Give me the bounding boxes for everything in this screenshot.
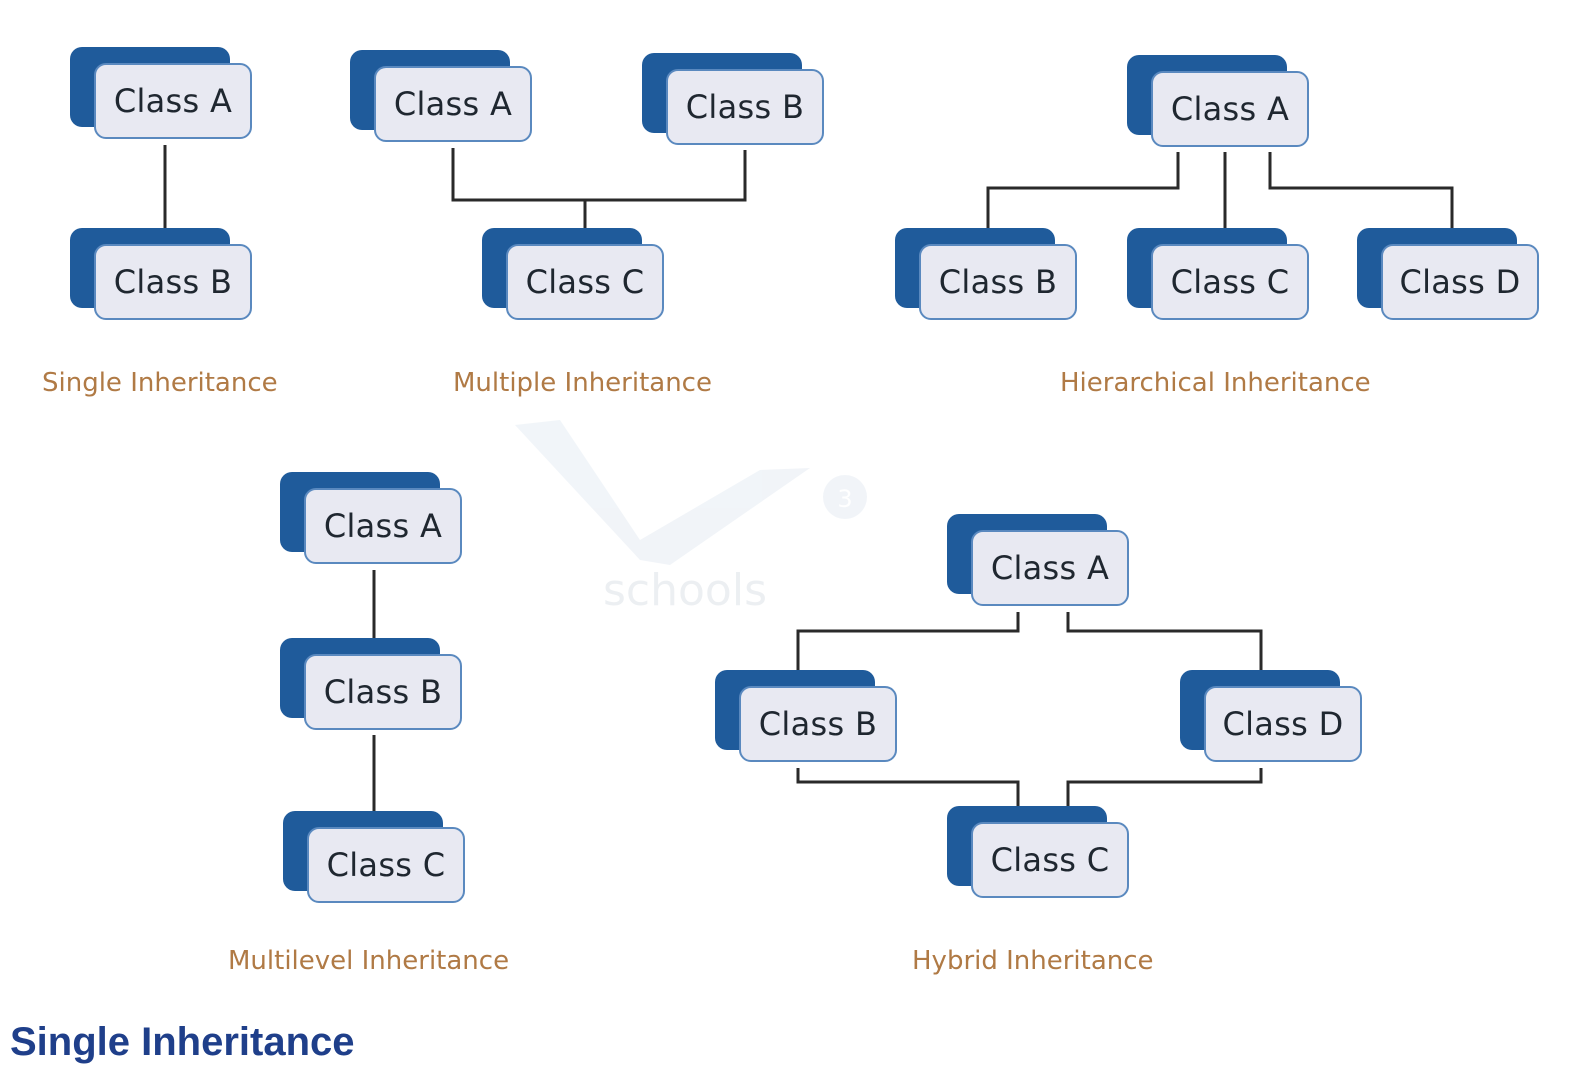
node-label: Class A [113,82,233,120]
node-box: Class B [919,244,1077,320]
watermark-badge-mark: 3 [837,485,852,513]
node-box: Class A [1151,71,1309,147]
connector-hybrid-a-b [796,612,1020,672]
node-box: Class A [374,66,532,142]
node-box: Class A [304,488,462,564]
connector-hybrid-a-d [1066,612,1263,672]
multiple-class-b-node: Class B [642,53,827,148]
hierarchical-class-b-node: Class B [895,228,1080,323]
single-class-b-node: Class B [70,228,255,323]
node-label: Class C [525,263,645,301]
connectors [163,145,1454,812]
connector-multiple-a-c [451,148,587,230]
single-class-a-node: Class A [70,47,255,142]
node-label: Class A [990,549,1110,587]
node-label: Class D [1399,263,1521,301]
node-label: Class C [1170,263,1290,301]
node-box: Class C [307,827,465,903]
multiple-class-a-node: Class A [350,50,535,145]
node-box: Class D [1204,686,1362,762]
multiple-class-c-node: Class C [482,228,667,323]
hybrid-class-a-node: Class A [947,514,1132,609]
hierarchical-class-a-node: Class A [1127,55,1312,150]
connector-hierarchical-a-d [1268,152,1454,230]
node-box: Class B [304,654,462,730]
connector-hybrid-d-c [1066,768,1263,808]
node-label: Class B [758,705,878,743]
multilevel-class-b-node: Class B [280,638,465,733]
connector-hybrid-b-c [796,768,1020,808]
multilevel-class-a-node: Class A [280,472,465,567]
node-label: Class C [326,846,446,884]
node-box: Class A [971,530,1129,606]
watermark-logo: 3 schools [515,420,867,616]
node-label: Class A [323,507,443,545]
multilevel-class-c-node: Class C [283,811,468,906]
node-box: Class B [739,686,897,762]
node-box: Class B [666,69,824,145]
node-box: Class A [94,63,252,139]
hierarchical-class-d-node: Class D [1357,228,1542,323]
multilevel-inheritance-caption: Multilevel Inheritance [228,946,510,976]
node-label: Class B [113,263,233,301]
node-label: Class D [1222,705,1344,743]
node-label: Class B [938,263,1058,301]
connector-multiple-b-c [585,150,747,202]
hybrid-class-c-node: Class C [947,806,1132,901]
node-label: Class B [685,88,805,126]
node-box: Class C [971,822,1129,898]
node-label: Class A [393,85,513,123]
multiple-inheritance-caption: Multiple Inheritance [453,368,712,398]
node-box: Class D [1381,244,1539,320]
node-box: Class B [94,244,252,320]
hybrid-class-d-node: Class D [1180,670,1365,765]
hybrid-inheritance-caption: Hybrid Inheritance [912,946,1154,976]
hybrid-class-b-node: Class B [715,670,900,765]
hierarchical-inheritance-caption: Hierarchical Inheritance [1060,368,1371,398]
watermark-text: schools [603,565,767,616]
node-label: Class C [990,841,1110,879]
node-box: Class C [506,244,664,320]
watermark-v-shape [515,420,810,565]
node-label: Class A [1170,90,1290,128]
node-label: Class B [323,673,443,711]
hierarchical-class-c-node: Class C [1127,228,1312,323]
watermark-badge [823,475,867,519]
connector-hierarchical-a-b [986,152,1180,230]
section-heading: Single Inheritance [10,1020,355,1064]
node-box: Class C [1151,244,1309,320]
single-inheritance-caption: Single Inheritance [42,368,278,398]
